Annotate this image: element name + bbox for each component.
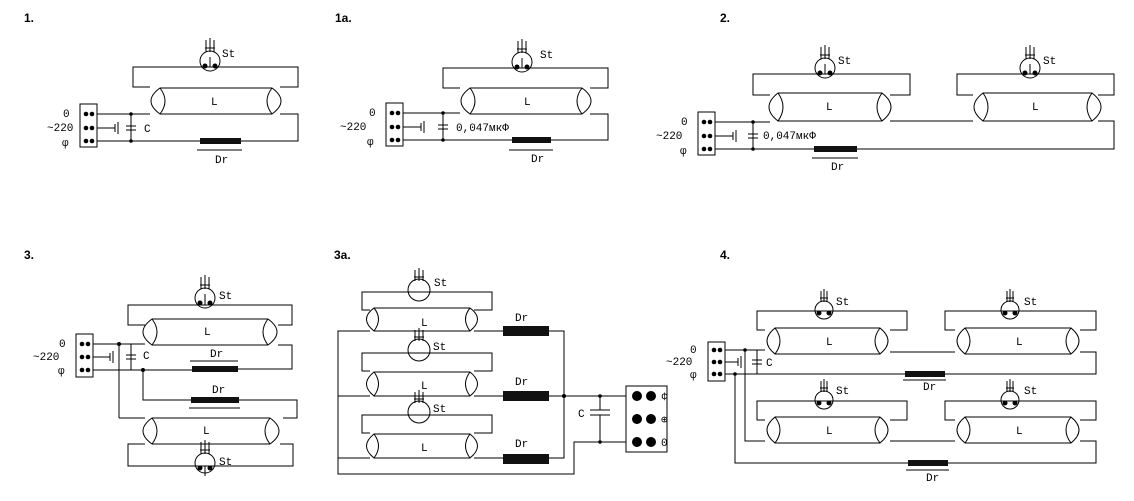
diagram-1a-heading: 1a. (335, 11, 352, 25)
choke-label: Dr (923, 382, 936, 394)
starter-3a-2 (407, 338, 431, 362)
label-zero: 0 (59, 339, 66, 351)
terminal-block-3a (625, 385, 668, 453)
lamp-label: L (421, 381, 428, 393)
label-voltage: ~220 (340, 122, 366, 134)
choke-top (905, 371, 945, 377)
label-zero: 0 (690, 345, 697, 357)
capacitor-label: C (578, 409, 585, 421)
choke-3 (503, 454, 549, 464)
lamp-label: L (826, 337, 833, 349)
choke (814, 146, 857, 152)
starter-label: St (540, 50, 553, 62)
choke-1 (503, 326, 549, 336)
lamp-label: L (211, 97, 218, 109)
label-phase: φ (690, 370, 697, 382)
lamp-label: L (826, 426, 833, 438)
choke (512, 137, 551, 143)
starter-label: St (219, 291, 232, 303)
choke-label: Dr (531, 154, 544, 166)
lamp-label: L (826, 102, 833, 114)
choke-label: Dr (926, 473, 939, 485)
diagram-2: 2. 0 ~220 φ St L St L (656, 11, 1115, 174)
choke-label: Dr (831, 162, 844, 174)
choke-bottom (908, 460, 948, 466)
choke-label: Dr (215, 155, 228, 167)
lamp-label: L (421, 318, 428, 330)
label-voltage: ~220 (47, 123, 73, 135)
lamp-label: L (1032, 102, 1039, 114)
starter-label: St (836, 386, 849, 398)
terminal-block (697, 111, 716, 156)
choke-bottom (191, 397, 239, 403)
starter-label: St (1024, 386, 1037, 398)
diagram-3-heading: 3. (24, 248, 34, 262)
diagram-3a: 3a. St L St L St L Dr Dr Dr (334, 248, 668, 475)
label-zero: 0 (681, 117, 688, 129)
starter-label: St (433, 342, 446, 354)
starter-3a-3 (407, 400, 431, 424)
capacitor-label: C (144, 124, 151, 136)
diagram-4: 4. 0 ~220 φ St L St L Dr (666, 248, 1097, 485)
diagram-2-heading: 2. (720, 11, 730, 25)
diagram-3a-heading: 3a. (334, 248, 351, 262)
lamp-label: L (1016, 426, 1023, 438)
capacitor-label: C (766, 358, 773, 370)
lamp-label: L (204, 327, 211, 339)
starter-4-tr (1000, 300, 1020, 320)
starter-label: St (222, 49, 235, 61)
lamp-label: L (524, 97, 531, 109)
label-voltage: ~220 (666, 357, 692, 369)
terminal-label-phase: ¢ (661, 392, 668, 404)
starter-3a-1 (407, 278, 431, 302)
choke-top (192, 366, 238, 372)
capacitor-value: 0,047мкФ (763, 131, 816, 143)
starter-4-bl (814, 390, 834, 410)
choke-label: Dr (515, 377, 528, 389)
label-phase: φ (367, 137, 374, 149)
choke (200, 138, 241, 144)
label-voltage: ~220 (656, 131, 682, 143)
terminal-block (79, 103, 98, 148)
terminal-block (707, 341, 726, 382)
starter-label: St (1024, 297, 1037, 309)
starter-label: St (219, 457, 232, 469)
diagram-1a: 1a. 0 ~220 φ St L 0,047мкФ Dr (335, 11, 609, 166)
capacitor-label: C (143, 351, 150, 363)
diagram-1-heading: 1. (24, 11, 34, 25)
lamp-label: L (421, 443, 428, 455)
starter-label: St (434, 278, 447, 290)
starter-label: St (1043, 56, 1056, 68)
lamp-label: L (203, 426, 210, 438)
lamp-tube (142, 417, 280, 445)
label-zero: 0 (63, 109, 70, 121)
terminal-block (75, 333, 94, 378)
starter-label: St (838, 56, 851, 68)
choke-label: Dr (212, 385, 225, 397)
choke-2 (503, 391, 549, 401)
label-phase: φ (680, 146, 687, 158)
label-phase: φ (62, 138, 69, 150)
terminal-block (385, 102, 404, 147)
diagram-4-heading: 4. (720, 248, 730, 262)
diagram-3: 3. 0 ~220 φ St L C Dr D (24, 248, 298, 476)
starter-label: St (836, 297, 849, 309)
capacitor-value: 0,047мкФ (456, 123, 509, 135)
choke-label: Dr (210, 349, 223, 361)
lamp-label: L (1016, 337, 1023, 349)
starter-label: St (433, 404, 446, 416)
choke-label: Dr (515, 439, 528, 451)
label-phase: φ (58, 366, 65, 378)
choke-label: Dr (515, 313, 528, 325)
terminal-label-ground: ⊕ (661, 415, 668, 427)
starter-4-br (1000, 390, 1020, 410)
label-voltage: ~220 (33, 352, 59, 364)
terminal-label-zero: 0 (661, 438, 668, 450)
diagram-1: 1. 0 ~220 φ St L C Dr (24, 11, 299, 167)
label-zero: 0 (369, 108, 376, 120)
starter-4-tl (814, 300, 834, 320)
